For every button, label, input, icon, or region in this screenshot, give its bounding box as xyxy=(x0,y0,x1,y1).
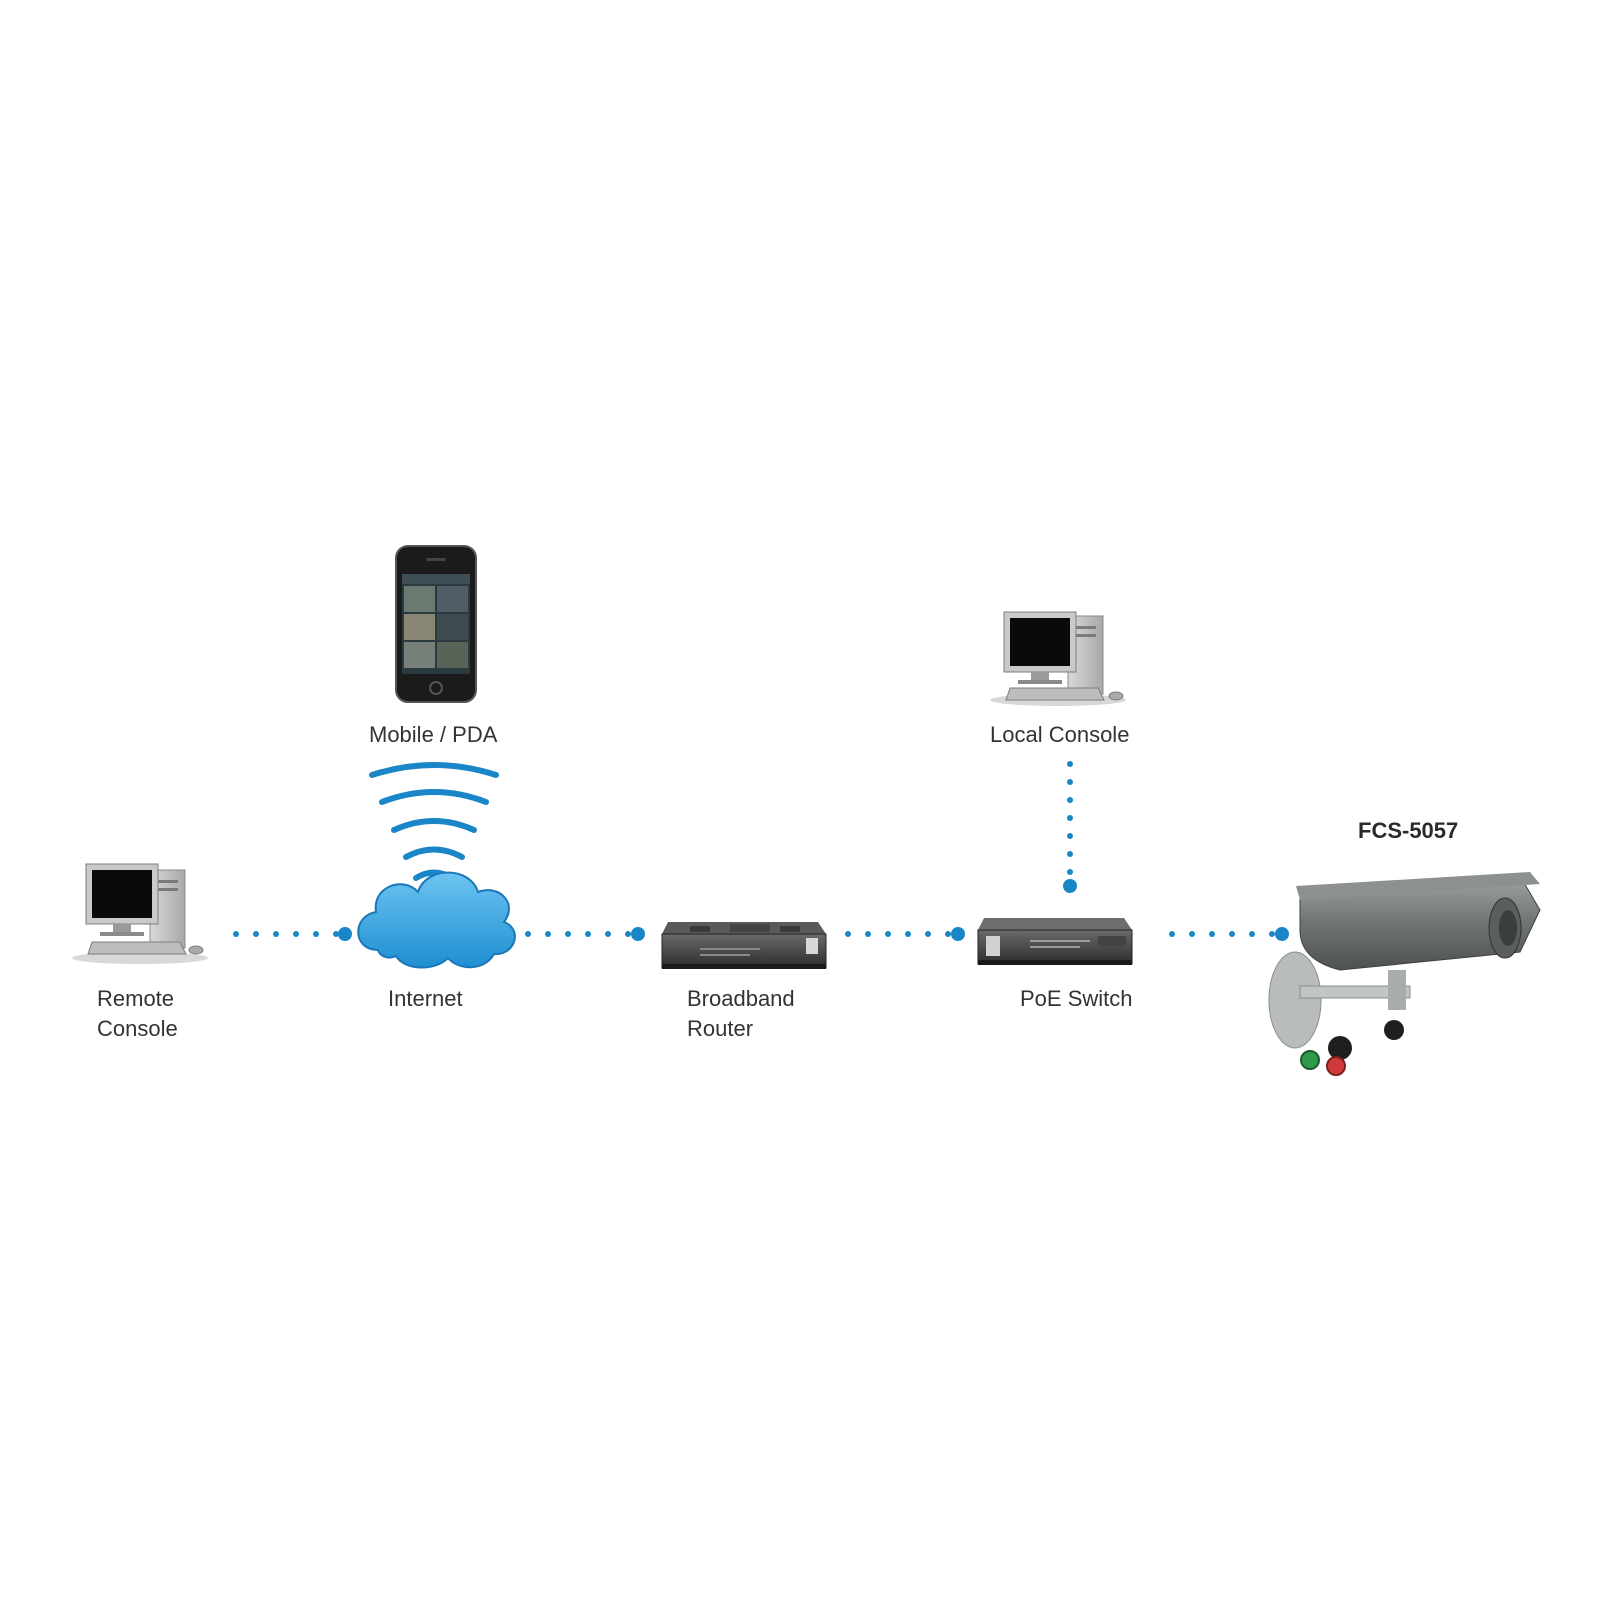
local-console-label: Local Console xyxy=(990,722,1130,747)
mobile-label: Mobile / PDA xyxy=(369,722,498,747)
connector-internet-router xyxy=(525,927,645,941)
poe-switch-icon xyxy=(977,918,1133,965)
connector-remote-internet xyxy=(233,927,352,941)
remote-console-label: Remote Console xyxy=(97,984,178,1044)
connector-localconsole-switch xyxy=(1063,761,1077,893)
router-label: Broadband Router xyxy=(687,984,795,1044)
mobile-phone-icon xyxy=(395,545,477,703)
internet-cloud-icon xyxy=(357,871,516,969)
connector-switch-camera xyxy=(1169,927,1289,941)
router-label-line1: Broadband xyxy=(687,986,795,1011)
camera-model-label: FCS-5057 xyxy=(1358,818,1459,843)
remote-console-label-line1: Remote xyxy=(97,986,175,1011)
connector-router-switch xyxy=(845,927,965,941)
local-console-computer-icon xyxy=(990,611,1126,706)
ip-camera-icon xyxy=(1268,872,1541,1076)
poe-switch-label: PoE Switch xyxy=(1020,986,1133,1011)
internet-label: Internet xyxy=(388,986,463,1011)
broadband-router-icon xyxy=(661,922,827,969)
remote-console-computer-icon xyxy=(72,863,208,964)
remote-console-label-line2: Console xyxy=(97,1016,178,1041)
router-label-line2: Router xyxy=(687,1016,754,1041)
wifi-signal-icon xyxy=(369,762,499,881)
